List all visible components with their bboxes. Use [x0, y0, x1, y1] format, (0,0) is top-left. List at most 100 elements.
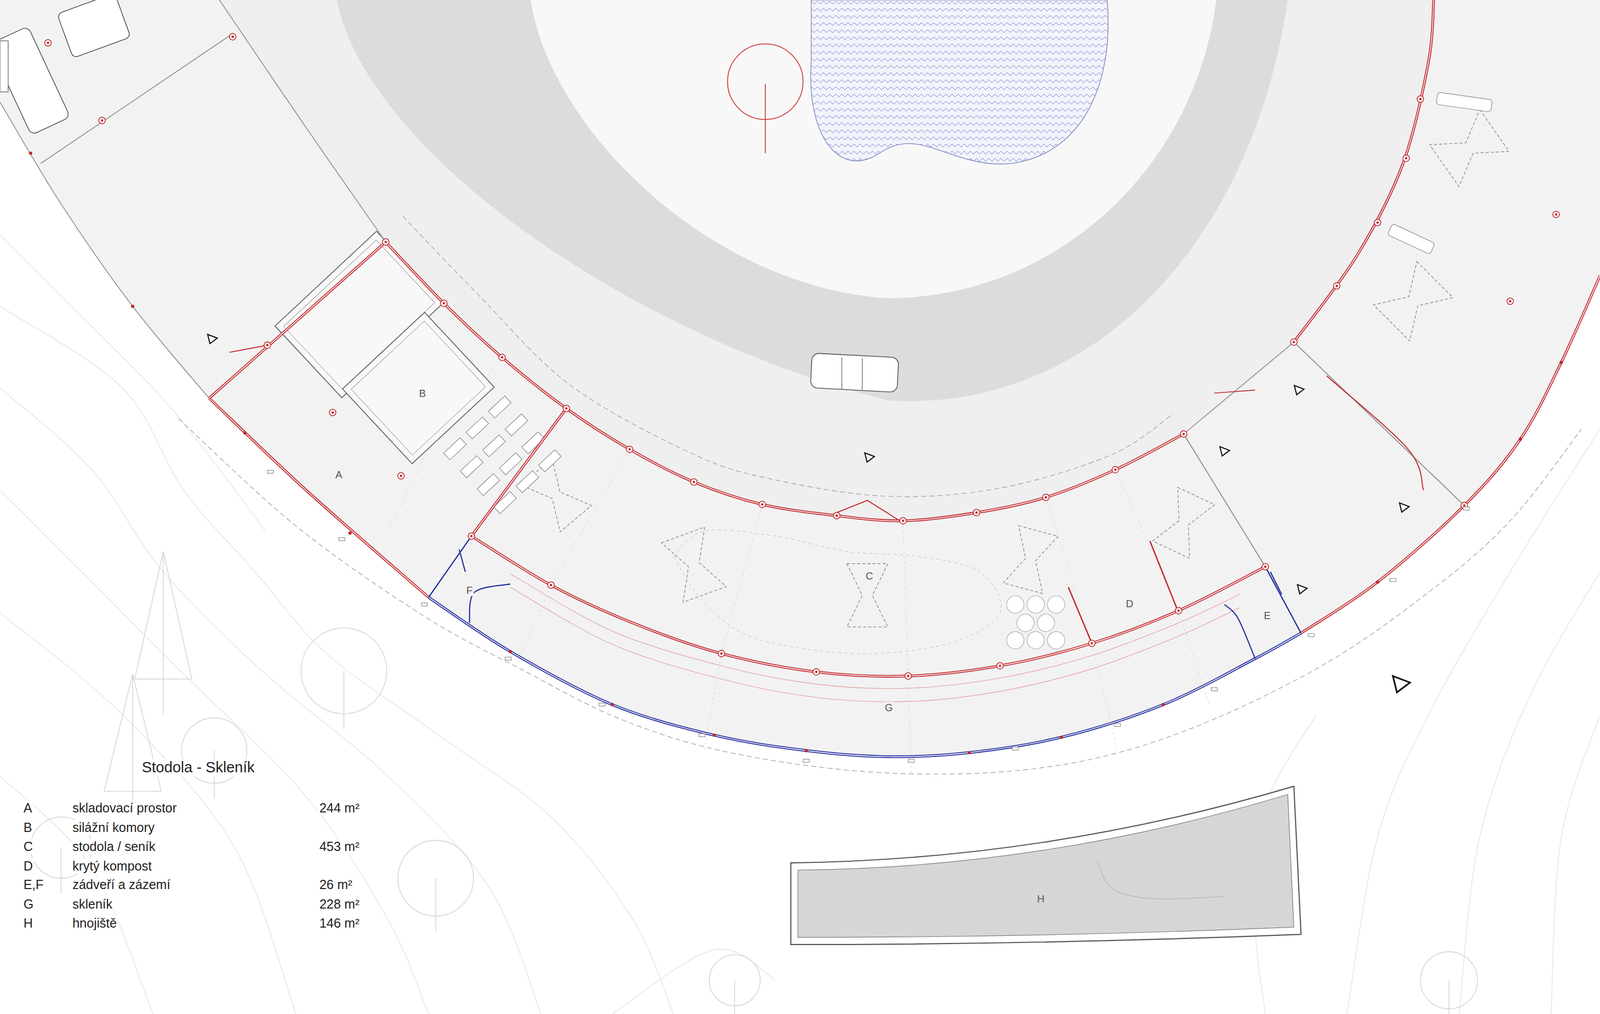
column-mark — [899, 517, 907, 524]
hay-symbol — [1152, 487, 1216, 559]
manure-pit — [791, 785, 1302, 945]
post-mark — [1114, 723, 1121, 727]
column-mark — [98, 117, 106, 124]
room-area: H — [791, 785, 1302, 945]
column-dot — [1114, 468, 1117, 471]
room-letter: D — [1124, 597, 1135, 610]
column-dot — [549, 583, 553, 587]
compost-heap — [1016, 614, 1035, 632]
column-dot — [1292, 340, 1296, 344]
column-mark — [382, 238, 390, 246]
vehicle-detail — [841, 357, 842, 390]
compost-heap — [1037, 614, 1055, 632]
tree-trunk — [343, 670, 345, 729]
compost-heap — [1047, 595, 1065, 614]
stall-mark — [476, 473, 500, 496]
column-dot — [1518, 437, 1522, 441]
column-mark — [498, 354, 506, 361]
column-dot — [470, 534, 473, 538]
column-mark — [813, 668, 820, 675]
contour-line — [1551, 714, 1600, 1014]
column-mark — [626, 445, 634, 453]
pond-hatch — [810, 0, 1109, 164]
compost-heap — [1047, 631, 1065, 649]
column-dot — [1059, 735, 1063, 739]
wall-core — [1300, 275, 1600, 633]
column-mark — [1175, 607, 1183, 614]
room-letter: A — [333, 468, 344, 481]
column-mark — [1261, 563, 1269, 570]
column-dot — [975, 511, 979, 514]
room-wall — [458, 548, 466, 572]
stall-mark — [443, 437, 467, 460]
column-dot — [1376, 221, 1379, 225]
column-dot — [1559, 360, 1563, 364]
tree-trunk — [132, 673, 134, 807]
column-dot — [1177, 609, 1181, 612]
column-dot — [998, 664, 1002, 667]
tree-trunk — [60, 847, 62, 893]
column-dot — [720, 652, 723, 655]
table-cell: 228 m² — [318, 895, 361, 911]
building-floor — [0, 0, 1600, 757]
column-mark — [264, 341, 271, 349]
contour-line — [612, 948, 776, 1014]
column-mark — [44, 39, 52, 47]
column-dot — [907, 674, 910, 677]
column-mark — [1112, 466, 1119, 473]
door-line — [1326, 375, 1424, 490]
table-cell: 26 m² — [318, 876, 354, 892]
post-mark — [505, 656, 512, 660]
room-letter: H — [1035, 892, 1046, 905]
compost-heap — [1026, 595, 1045, 614]
column-mark — [833, 512, 841, 520]
post-mark — [1308, 633, 1315, 637]
column-dot — [1554, 213, 1558, 216]
room-wall — [1224, 604, 1256, 659]
column-dot — [902, 519, 905, 522]
wall-core — [1293, 0, 1434, 342]
column-dot — [712, 733, 716, 737]
wall-line — [1300, 275, 1600, 633]
column-mark — [229, 33, 236, 41]
entrance-mark — [1297, 584, 1308, 594]
table-cell: H — [22, 915, 34, 931]
contour-line — [0, 489, 429, 1014]
stall-mark — [460, 455, 484, 478]
tree-trunk — [435, 877, 437, 931]
table-cell: D — [22, 858, 34, 874]
compost-heap — [1026, 631, 1045, 649]
column-mark — [1088, 639, 1096, 647]
bed-line — [510, 573, 1241, 689]
wing-divider — [1293, 341, 1465, 506]
stall-mark — [488, 395, 511, 418]
room-area: CD — [428, 408, 1301, 679]
post-mark — [1463, 506, 1470, 510]
wing-divider — [1183, 433, 1266, 567]
column-dot — [28, 151, 32, 155]
column-mark — [547, 581, 555, 589]
column-mark — [690, 478, 698, 486]
post-mark — [1012, 746, 1019, 750]
wing-edge — [0, 102, 210, 399]
table-cell: krytý kompost — [71, 858, 153, 874]
door-line — [229, 344, 268, 353]
passage-edge — [1183, 341, 1294, 434]
wall-core — [385, 242, 1184, 521]
room-area: B — [296, 245, 557, 516]
column-dot — [835, 513, 839, 517]
column-dot — [1161, 702, 1165, 706]
hay-symbol — [520, 458, 592, 532]
table-cell: 244 m² — [318, 799, 361, 815]
table-cell: silážní komory — [71, 819, 156, 835]
column-mark — [1402, 154, 1410, 162]
column-mark — [1042, 493, 1050, 501]
room-area: G — [428, 566, 1301, 758]
room-area: AB — [209, 242, 567, 598]
grid-line — [515, 449, 630, 669]
room-area: D — [1066, 536, 1184, 649]
contour-line — [0, 612, 297, 1014]
column-dot — [243, 431, 247, 435]
wall-core — [471, 536, 1266, 677]
